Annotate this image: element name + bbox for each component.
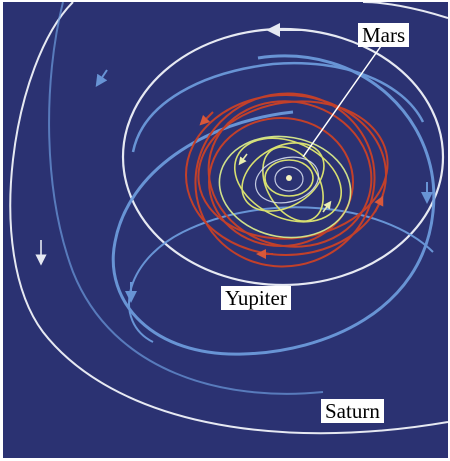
central-orbit-1 <box>254 156 320 204</box>
saturn-orbits <box>9 2 448 435</box>
central-orbit-2 <box>274 166 304 192</box>
mars-arrow-2 <box>374 195 384 213</box>
sun-center <box>286 175 292 181</box>
jupiter-orbit-sweep <box>48 2 324 395</box>
jupiter-label: Yupiter <box>221 286 291 310</box>
inner-orbit-5 <box>218 135 352 239</box>
jupiter-orbits <box>48 2 436 395</box>
inner-orbit-2 <box>241 142 325 212</box>
inner-arrow-2 <box>322 200 332 213</box>
mars-label: Mars <box>358 23 410 47</box>
inner-orbit-4 <box>264 159 314 197</box>
mars-orbit-4 <box>208 117 354 247</box>
jupiter-orbit-top <box>131 61 425 153</box>
orbit-paths <box>9 2 448 435</box>
mars-arrow-1 <box>199 111 214 126</box>
inner-arrow-1 <box>238 153 248 166</box>
saturn-label: Saturn <box>321 399 384 423</box>
jupiter-orbit-main <box>111 54 436 356</box>
mars-pointer-line <box>302 45 382 158</box>
saturn-orbit-top-arc <box>362 2 448 19</box>
mars-orbit-3 <box>207 100 373 248</box>
inner-orbits <box>218 135 352 239</box>
inner-orbit-1 <box>233 137 343 223</box>
mars-orbits <box>185 92 389 268</box>
central-orbits <box>254 156 320 204</box>
saturn-orbit-outer-arc <box>9 2 448 435</box>
jupiter-arrow-top-left <box>95 69 108 87</box>
mars-orbit-2 <box>194 92 376 268</box>
orbit-diagram: Mars Yupiter Saturn <box>3 2 448 458</box>
inner-orbit-3 <box>262 146 324 222</box>
jupiter-orbit-loop <box>128 206 434 343</box>
